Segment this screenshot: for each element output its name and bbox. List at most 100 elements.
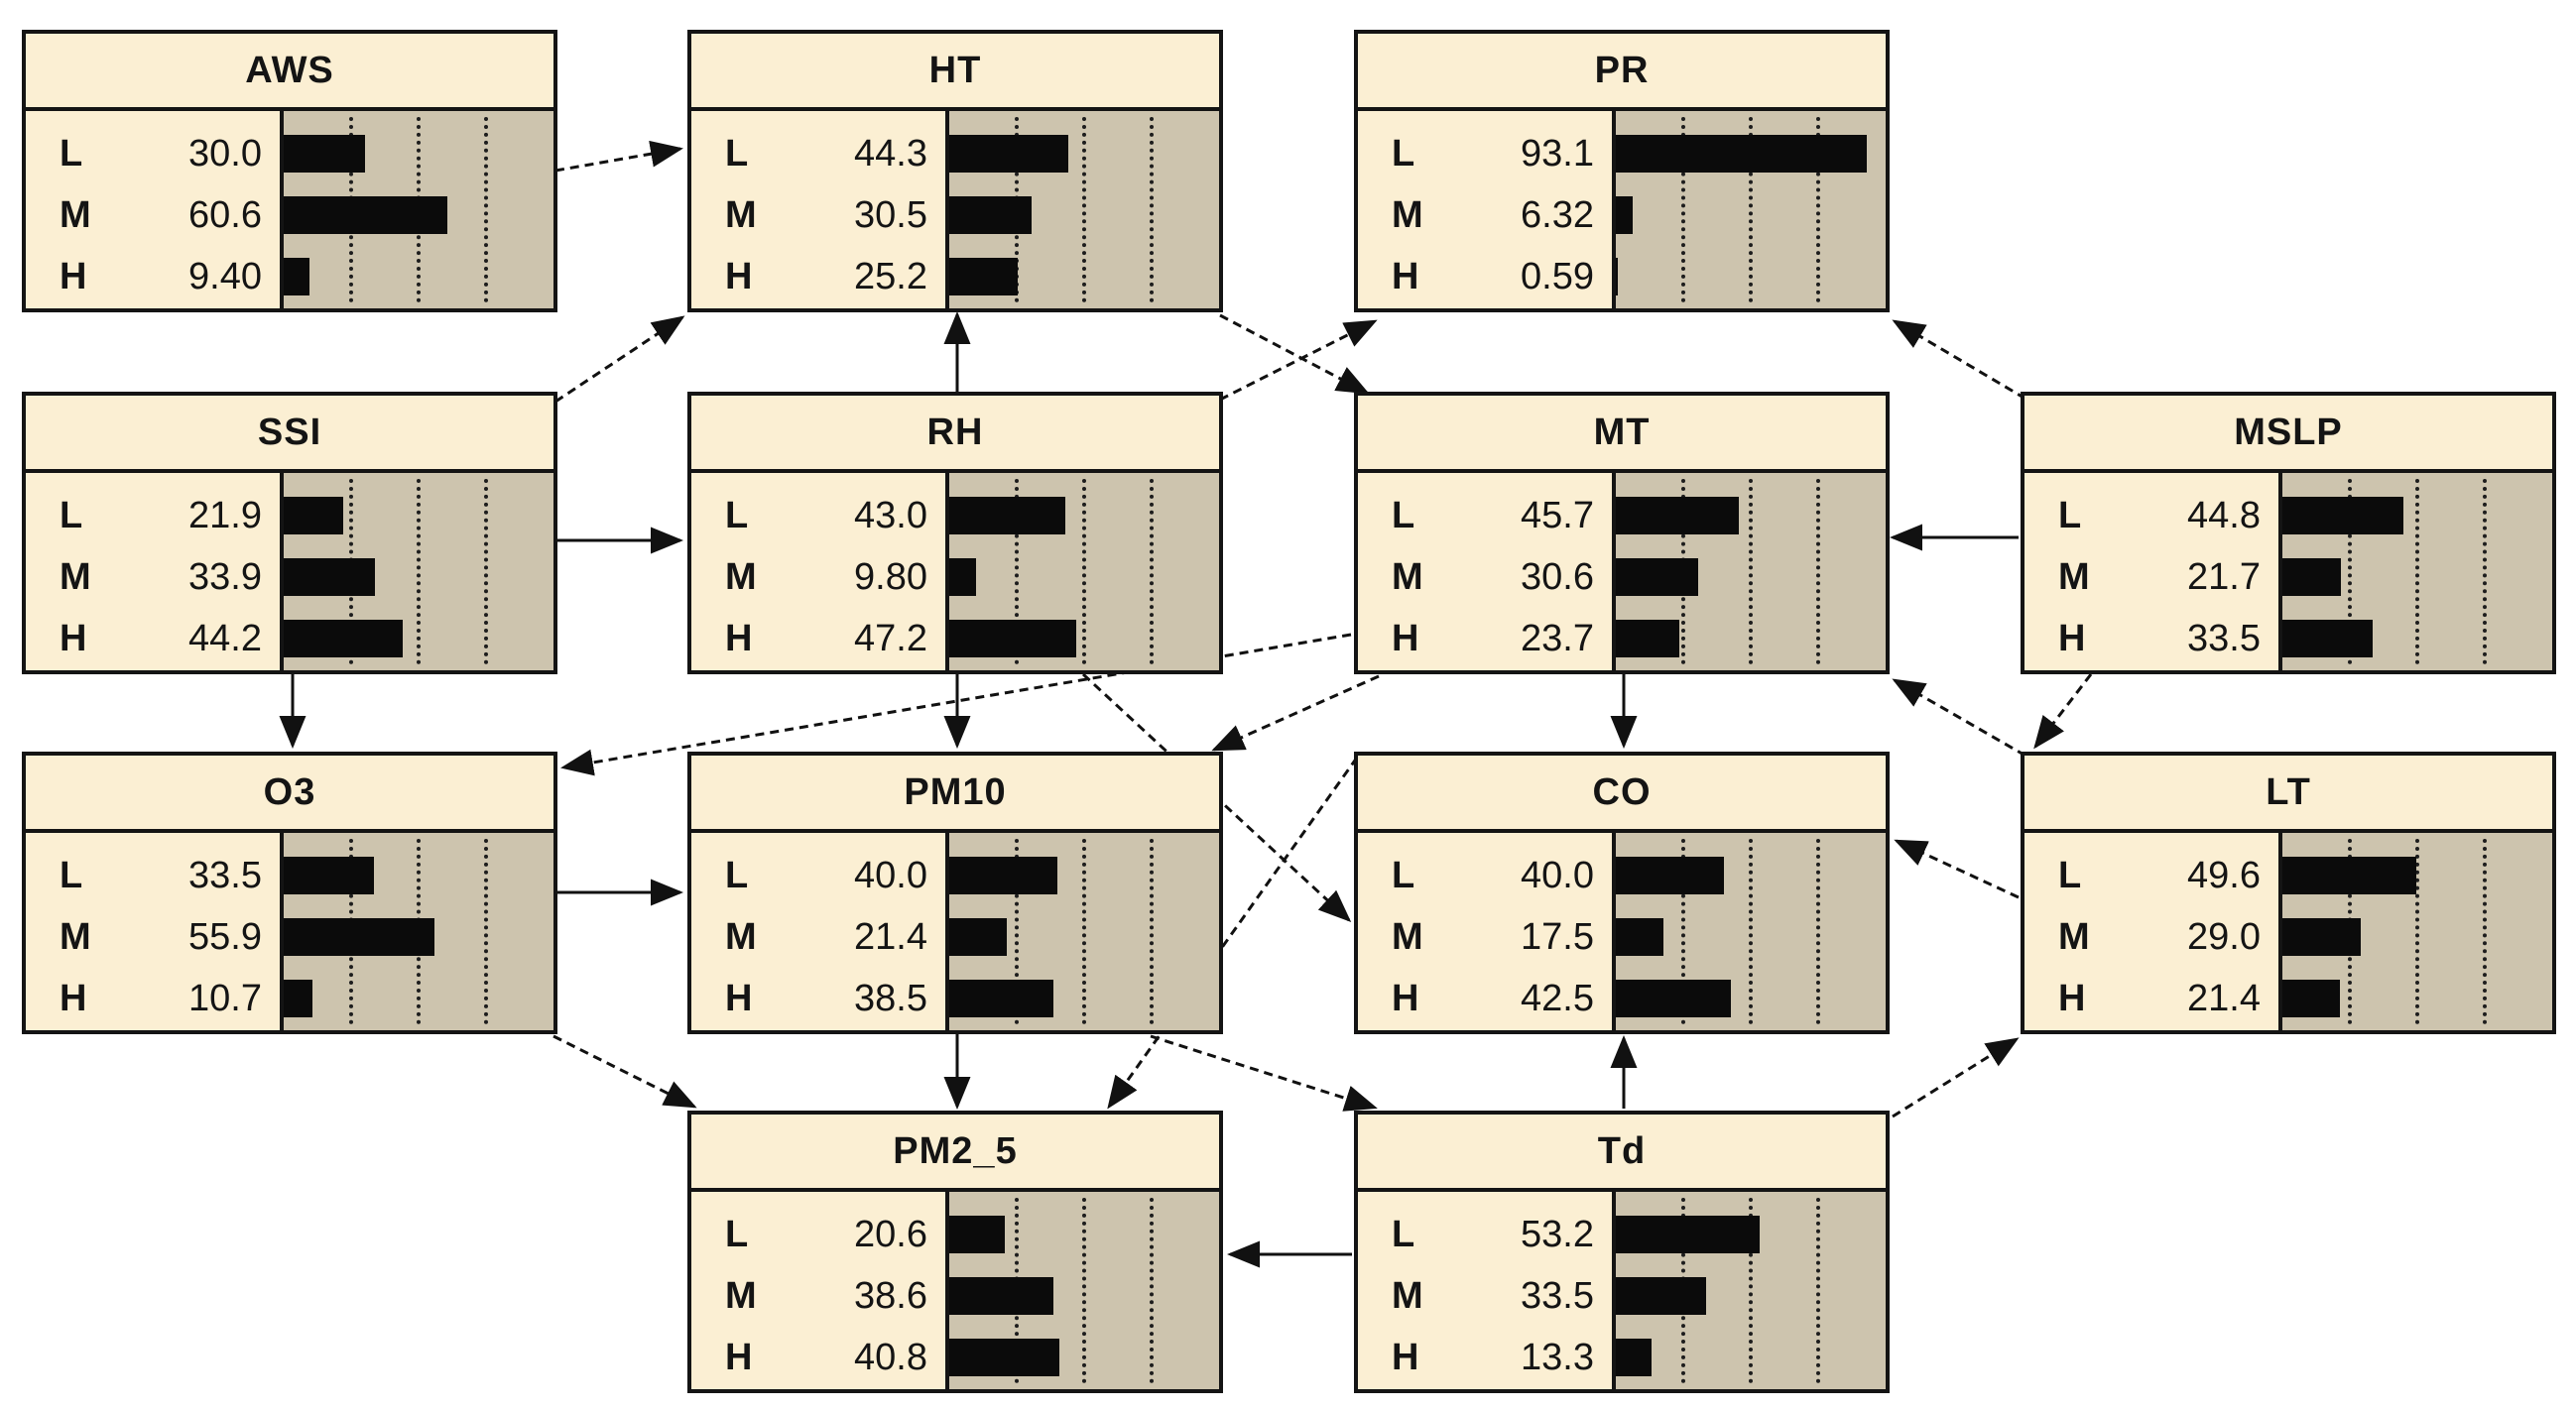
edge-MSLP-to-LT (2033, 673, 2093, 750)
probability-bar-L (949, 135, 1069, 173)
edge-AWS-to-HT (554, 140, 683, 173)
probability-bar-M (1616, 918, 1663, 956)
probability-bar-H (949, 258, 1018, 295)
edge-LT-to-CO (1894, 839, 2020, 899)
gridline-50pct (1749, 479, 1753, 664)
state-label: H (2058, 618, 2086, 659)
state-probability-value: 44.3 (854, 133, 927, 175)
state-label: M (725, 556, 757, 598)
state-label: H (60, 256, 87, 297)
state-probability-value: 38.6 (854, 1275, 927, 1317)
probability-bar-M (1616, 558, 1699, 596)
probability-bar-H (284, 620, 404, 657)
edge-SSI-to-HT (554, 315, 685, 404)
gridline-75pct (1816, 839, 1820, 1024)
state-label: L (725, 495, 749, 536)
state-label: L (60, 855, 83, 896)
state-label: L (60, 495, 83, 536)
edge-LT-to-MT (1892, 678, 2026, 758)
state-row-H: H 9.40 (26, 246, 280, 307)
probability-bar-L (2282, 857, 2416, 894)
probability-bar-L (949, 1216, 1006, 1253)
state-label: H (60, 978, 87, 1019)
probability-bar-M (284, 558, 376, 596)
state-label: M (1392, 556, 1423, 598)
probability-bar-panel (945, 833, 1219, 1030)
probability-bar-H (2282, 980, 2341, 1017)
state-label: M (725, 1275, 757, 1317)
probability-bar-panel (2278, 473, 2552, 670)
state-probability-value: 43.0 (854, 495, 927, 536)
gridline-50pct (1749, 839, 1753, 1024)
probability-bar-M (284, 918, 435, 956)
gridline-75pct (1816, 479, 1820, 664)
node-title-AWS: AWS (26, 34, 553, 111)
probability-bar-panel (2278, 833, 2552, 1030)
probability-bar-H (949, 1339, 1059, 1376)
node-title-O3: O3 (26, 756, 553, 833)
gridline-50pct (2415, 479, 2419, 664)
probability-bar-M (1616, 196, 1634, 234)
probability-bar-M (949, 1277, 1053, 1315)
gridline-75pct (1816, 1198, 1820, 1383)
gridline-75pct (484, 479, 488, 664)
probability-bar-H (2282, 620, 2374, 657)
state-probability-value: 20.6 (854, 1214, 927, 1255)
node-title-SSI: SSI (26, 396, 553, 473)
state-probability-value: 30.0 (188, 133, 262, 175)
state-label: H (725, 1337, 753, 1378)
node-title-MSLP: MSLP (2024, 396, 2552, 473)
state-probability-value: 33.5 (188, 855, 262, 896)
state-probability-value: 93.1 (1521, 133, 1594, 175)
edge-RH-to-PR (1219, 319, 1378, 402)
node-title-MT: MT (1358, 396, 1886, 473)
state-label: M (1392, 916, 1423, 958)
probability-bar-H (1616, 980, 1731, 1017)
state-probability-value: 9.40 (188, 256, 262, 297)
state-label: L (60, 133, 83, 175)
gridline-25pct (1015, 839, 1019, 1024)
state-probability-value: 21.7 (2187, 556, 2261, 598)
probability-bar-panel (1612, 111, 1886, 308)
state-probability-value: 44.2 (188, 618, 262, 659)
probability-bar-L (284, 135, 365, 173)
edge-HT-to-MT (1219, 313, 1370, 395)
state-label: L (1392, 133, 1415, 175)
gridline-50pct (1082, 479, 1086, 664)
gridline-75pct (1150, 1198, 1154, 1383)
state-label: M (60, 916, 91, 958)
probability-bar-panel (945, 111, 1219, 308)
probability-bar-panel (280, 111, 553, 308)
state-label: L (1392, 1214, 1415, 1255)
